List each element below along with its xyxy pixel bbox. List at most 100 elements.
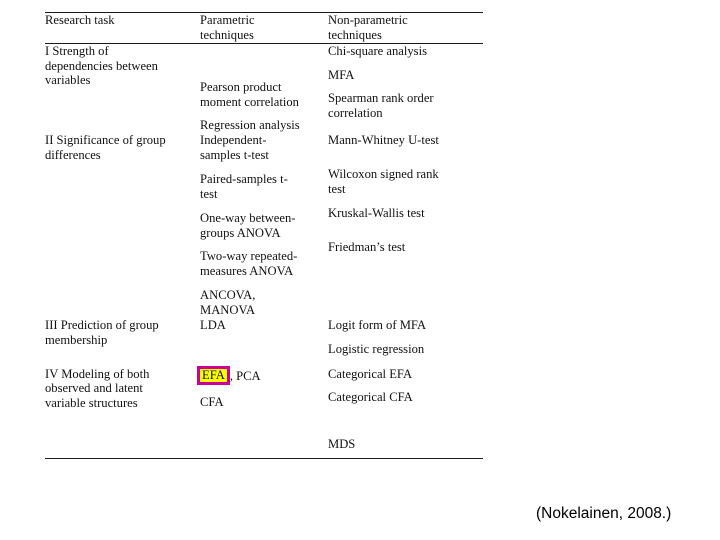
table-bottom-rule [45, 458, 483, 460]
nonparametric-iii-item-1: Logistic regression [328, 342, 477, 357]
table-row-iii: III Prediction of group membership LDA L… [45, 318, 483, 357]
parametric-i-item-0: Pearson product moment correlation [200, 80, 322, 110]
header-cell-parametric: Parametric techniques [200, 13, 328, 43]
task-ii-line2: differences [45, 148, 101, 163]
table-header-rule-row [45, 42, 483, 44]
nonparametric-iv-item-2-line1: MDS [328, 437, 356, 452]
nonparametric-ii-item-1-line2: test [328, 182, 346, 197]
parametric-cell-ii: Independent- samples t-test Paired-sampl… [200, 133, 328, 318]
parametric-i-item-0-line2: moment correlation [200, 94, 299, 109]
nonparametric-ii-item-2: Kruskal-Wallis test [328, 206, 477, 221]
parametric-iv-item-0-line1: EFA, PCA [197, 365, 322, 386]
parametric-i-item-0-line1: Pearson product [200, 79, 282, 94]
parametric-ii-item-3-line1: Two-way repeated- [200, 249, 298, 264]
efa-highlight-annotation: EFA [197, 365, 230, 385]
nonparametric-i-item-0: Chi-square analysis [328, 44, 477, 59]
parametric-ii-item-1-line1: Paired-samples t- [200, 172, 288, 187]
task-i-line2: dependencies between [45, 58, 158, 73]
nonparametric-i-item-2-line1: Spearman rank order [328, 91, 434, 106]
nonparametric-iii-item-0-line1: Logit form of MFA [328, 317, 427, 332]
parametric-cell-iv: EFA, PCA CFA [197, 365, 328, 453]
header-cell-nonparametric: Non-parametric techniques [328, 13, 483, 43]
parametric-ii-item-1-line2: test [200, 186, 218, 201]
nonparametric-iv-item-0: Categorical EFA [328, 367, 477, 382]
table-top-rule [45, 12, 483, 13]
parametric-iv-item-0: EFA, PCA [197, 365, 322, 386]
parametric-ii-item-3-line2: measures ANOVA [200, 264, 294, 279]
task-cell-iv: IV Modeling of both observed and latent … [45, 367, 200, 453]
nonparametric-iv-item-1-line1: Categorical CFA [328, 390, 413, 405]
header-nonparametric-line2: techniques [328, 27, 382, 42]
parametric-iv-item-1-line1: CFA [200, 394, 224, 409]
statistics-techniques-table: Research task Parametric techniques Non-… [45, 12, 483, 460]
task-iii-line1: III Prediction of group [45, 317, 159, 332]
task-cell-ii: II Significance of group differences [45, 133, 200, 318]
parametric-ii-item-3: Two-way repeated- measures ANOVA [200, 249, 322, 279]
nonparametric-i-item-2-line2: correlation [328, 106, 383, 121]
table-bottom-rule-row [45, 452, 483, 460]
parametric-ii-item-4: ANCOVA, MANOVA [200, 288, 322, 318]
nonparametric-ii-item-3: Friedman’s test [328, 240, 477, 255]
nonparametric-iii-item-0: Logit form of MFA [328, 318, 477, 333]
header-parametric-line2: techniques [200, 27, 254, 42]
nonparametric-ii-item-3-line1: Friedman’s test [328, 239, 406, 254]
parametric-cell-iii: LDA [200, 318, 328, 357]
parametric-ii-item-0: Independent- samples t-test [200, 133, 322, 163]
parametric-ii-item-1: Paired-samples t- test [200, 172, 322, 202]
parametric-ii-item-0-line2: samples t-test [200, 148, 269, 163]
bottom-rule-cell [45, 452, 483, 460]
nonparametric-iv-item-0-line1: Categorical EFA [328, 366, 413, 381]
header-parametric-line1: Parametric [200, 13, 255, 27]
parametric-ii-item-0-line1: Independent- [200, 133, 267, 148]
parametric-ii-item-4-line1: ANCOVA, [200, 288, 256, 303]
nonparametric-i-item-2: Spearman rank order correlation [328, 91, 477, 121]
nonparametric-i-item-1: MFA [328, 68, 477, 83]
nonparametric-cell-ii: Mann-Whitney U-test Wilcoxon signed rank… [328, 133, 483, 318]
nonparametric-i-item-1-line1: MFA [328, 67, 355, 82]
nonparametric-i-item-0-line1: Chi-square analysis [328, 43, 427, 58]
table-row-i: I Strength of dependencies between varia… [45, 44, 483, 134]
task-iv-line1: IV Modeling of both [45, 366, 150, 381]
table-header-rule [45, 42, 483, 44]
parametric-iii-item-0: LDA [200, 318, 322, 333]
nonparametric-cell-i: Chi-square analysis MFA Spearman rank or… [328, 44, 483, 134]
parametric-ii-item-2-line2: groups ANOVA [200, 225, 281, 240]
nonparametric-iii-item-1-line1: Logistic regression [328, 341, 425, 356]
nonparametric-ii-item-0: Mann-Whitney U-test [328, 133, 477, 148]
task-iv-line3: variable structures [45, 396, 138, 411]
nonparametric-cell-iii: Logit form of MFA Logistic regression [328, 318, 483, 357]
parametric-ii-item-2: One-way between- groups ANOVA [200, 211, 322, 241]
task-cell-iii: III Prediction of group membership [45, 318, 200, 357]
nonparametric-ii-item-1: Wilcoxon signed rank test [328, 167, 477, 197]
task-iv-line2: observed and latent [45, 381, 143, 396]
parametric-iv-item-1: CFA [200, 395, 322, 410]
nonparametric-cell-iv: Categorical EFA Categorical CFA MDS [328, 367, 483, 453]
header-research-task-label: Research task [45, 13, 115, 27]
parametric-iii-item-0-line1: LDA [200, 317, 226, 332]
nonparametric-ii-item-2-line1: Kruskal-Wallis test [328, 205, 425, 220]
header-nonparametric-line1: Non-parametric [328, 13, 408, 27]
header-cell-research-task: Research task [45, 13, 200, 43]
parametric-ii-item-2-line1: One-way between- [200, 210, 296, 225]
nonparametric-iv-item-2: MDS [328, 437, 477, 452]
header-rule-cell [45, 42, 483, 44]
parametric-ii-item-4-line2: MANOVA [200, 303, 256, 318]
task-i-line3: variables [45, 73, 91, 88]
table-row-ii: II Significance of group differences Ind… [45, 133, 483, 318]
parametric-i-item-1-line1: Regression analysis [200, 118, 300, 133]
task-i-line1: I Strength of [45, 43, 109, 58]
task-iii-line2: membership [45, 332, 108, 347]
parametric-cell-i: Pearson product moment correlation Regre… [200, 44, 328, 134]
nonparametric-ii-item-1-line1: Wilcoxon signed rank [328, 167, 439, 182]
parametric-i-item-1: Regression analysis [200, 118, 322, 133]
table-row-iv: IV Modeling of both observed and latent … [45, 365, 483, 453]
table-header-row: Research task Parametric techniques Non-… [45, 13, 483, 43]
table-spacer-cell [45, 357, 483, 367]
task-cell-i: I Strength of dependencies between varia… [45, 44, 200, 134]
task-ii-line1: II Significance of group [45, 133, 166, 148]
nonparametric-ii-item-0-line1: Mann-Whitney U-test [328, 133, 439, 148]
citation-text: (Nokelainen, 2008.) [536, 505, 672, 522]
nonparametric-iv-item-1: Categorical CFA [328, 390, 477, 405]
pca-text: , PCA [229, 368, 261, 383]
